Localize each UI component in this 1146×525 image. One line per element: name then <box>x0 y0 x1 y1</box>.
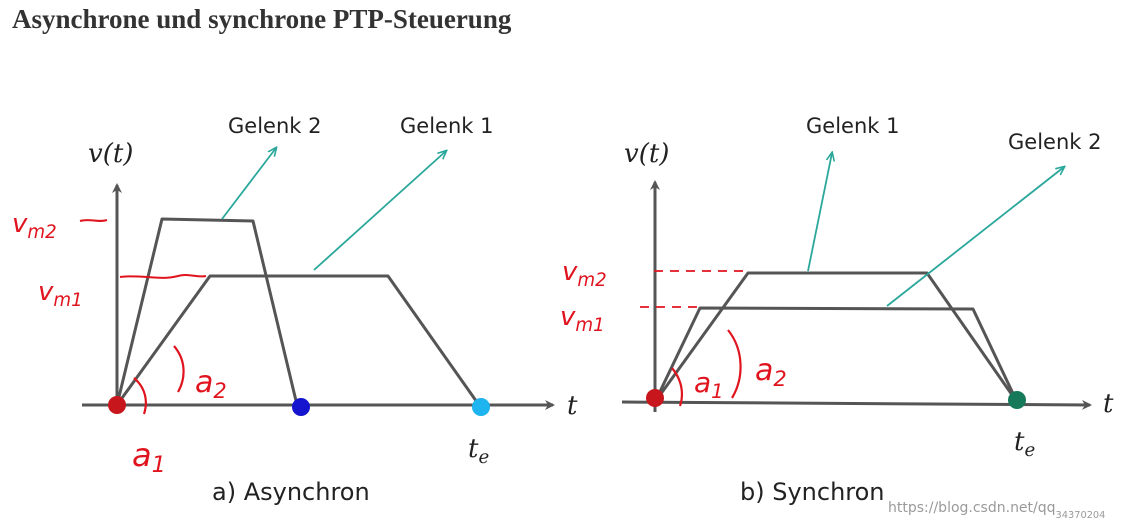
left-end-time-label: te <box>468 434 489 468</box>
left-vmax-2-label: vm2 <box>12 209 57 243</box>
left-x-axis-label: t <box>567 391 578 421</box>
left-vmax-2-tick <box>79 219 108 222</box>
right-origin-point <box>646 389 664 407</box>
left-end-point-joint-1 <box>472 398 490 416</box>
left-vmax-1-label: vm1 <box>38 277 83 311</box>
left-profile-joint-2 <box>115 217 299 406</box>
right-profile-joint-1 <box>653 306 1019 403</box>
left-accel-2-arc <box>173 345 185 393</box>
right-vmax-2-label: vm2 <box>562 257 607 291</box>
right-joint-2-label: Gelenk 2 <box>1008 130 1101 154</box>
left-accel-1-label: a1 <box>132 436 166 478</box>
right-y-axis-label: v(t) <box>624 139 669 169</box>
left-vmax-1-tick <box>119 274 207 279</box>
left-accel-1-arc <box>133 377 147 415</box>
right-end-point <box>1008 391 1026 409</box>
left-accel-2-label: a2 <box>195 365 227 403</box>
right-x-axis-label: t <box>1103 389 1114 419</box>
left-caption: a) Asynchron <box>212 478 370 506</box>
right-vmax-1-label: vm1 <box>560 302 605 336</box>
right-accel-2-arc <box>727 329 742 399</box>
right-accel-1-arc <box>671 367 683 407</box>
right-joint-2-pointer <box>886 167 1064 307</box>
page-title: Asynchrone und synchrone PTP-Steuerung <box>12 4 512 34</box>
right-accel-2-label: a2 <box>755 353 787 391</box>
left-joint-2-pointer <box>221 148 276 220</box>
right-end-time-label: te <box>1014 427 1035 461</box>
right-accel-1-label: a1 <box>694 366 724 403</box>
right-joint-1-label: Gelenk 1 <box>806 114 899 138</box>
right-caption: b) Synchron <box>740 478 885 506</box>
right-profile-joint-2 <box>653 271 1019 403</box>
left-joint-2-label: Gelenk 2 <box>228 114 321 138</box>
left-joint-1-pointer <box>313 151 446 271</box>
left-y-axis-label: v(t) <box>88 139 133 169</box>
panel-synchron: Gelenk 1 Gelenk 2 v(t) t te vm2 vm1 a1 a… <box>560 114 1114 506</box>
left-origin-point <box>108 396 126 414</box>
left-end-point-joint-2 <box>292 398 310 416</box>
left-joint-1-label: Gelenk 1 <box>400 114 493 138</box>
watermark: https://blog.csdn.net/qq34370204 <box>888 500 1105 521</box>
right-joint-1-pointer <box>807 153 832 272</box>
left-profile-joint-1 <box>115 274 481 406</box>
panel-asynchron: Gelenk 2 Gelenk 1 v(t) t te vm2 vm1 a1 a… <box>12 114 578 506</box>
